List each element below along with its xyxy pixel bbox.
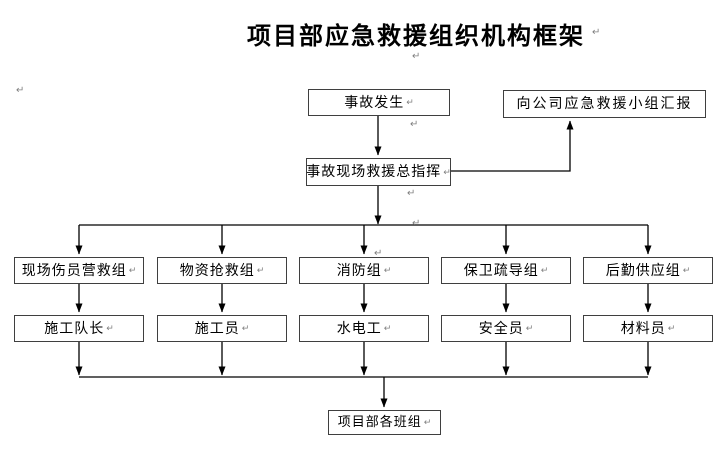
- pilcrow-mark: ↵: [383, 324, 392, 334]
- pilcrow-mark: ↵: [241, 324, 250, 334]
- paragraph-mark: ↵: [592, 27, 601, 38]
- node-label: 施工队长: [44, 320, 105, 337]
- node-label: 事故现场救援总指挥: [306, 164, 442, 180]
- flow-node-role-safety-officer: 安全员↵: [441, 315, 571, 342]
- pilcrow-mark: ↵: [525, 324, 534, 334]
- pilcrow-mark: ↵: [383, 266, 392, 276]
- flow-node-team-security: 保卫疏导组↵: [441, 257, 571, 284]
- flow-node-chief-commander: 事故现场救援总指挥↵: [306, 158, 451, 186]
- paragraph-mark: ↵: [16, 85, 25, 96]
- flow-node-role-material-clerk: 材料员↵: [583, 315, 713, 342]
- pilcrow-mark: ↵: [423, 418, 432, 428]
- paragraph-mark: ↵: [412, 51, 421, 62]
- node-label: 材料员: [620, 320, 666, 337]
- node-label: 物资抢救组: [179, 262, 255, 279]
- pilcrow-mark: ↵: [540, 266, 549, 276]
- flow-node-role-builder: 施工员↵: [157, 315, 287, 342]
- flow-node-accident: 事故发生↵: [308, 89, 450, 116]
- paragraph-mark: ↵: [410, 119, 419, 130]
- paragraph-mark: ↵: [374, 248, 383, 259]
- node-label: 水电工: [336, 320, 382, 337]
- node-label: 向公司应急救援小组汇报: [516, 96, 693, 112]
- flow-node-role-foreman: 施工队长↵: [14, 315, 144, 342]
- paragraph-mark: ↵: [412, 218, 421, 229]
- flow-node-team-materials: 物资抢救组↵: [157, 257, 287, 284]
- pilcrow-mark: ↵: [106, 324, 114, 334]
- pilcrow-mark: ↵: [682, 266, 691, 276]
- node-label: 消防组: [336, 262, 382, 279]
- paragraph-mark: ↵: [407, 188, 416, 199]
- flow-node-role-plumber-electrician: 水电工↵: [299, 315, 429, 342]
- flow-node-team-logistics: 后勤供应组↵: [583, 257, 713, 284]
- pilcrow-mark: ↵: [406, 98, 414, 108]
- node-label: 现场伤员营救组: [21, 262, 127, 279]
- flow-node-project-work-teams: 项目部各班组↵: [328, 410, 441, 435]
- node-label: 项目部各班组: [337, 415, 422, 430]
- node-label: 事故发生: [344, 94, 405, 111]
- pilcrow-mark: ↵: [443, 167, 451, 178]
- connector-commander-to-report: [450, 120, 574, 172]
- node-label: 安全员: [478, 320, 524, 337]
- pilcrow-mark: ↵: [128, 266, 137, 276]
- pilcrow-mark: ↵: [256, 266, 265, 276]
- page-title: 项目部应急救援组织机构框架: [247, 22, 585, 50]
- node-label: 保卫疏导组: [463, 262, 539, 279]
- pilcrow-mark: ↵: [667, 324, 676, 334]
- flow-node-team-rescue: 现场伤员营救组↵: [14, 257, 144, 284]
- flow-node-report-to-company: 向公司应急救援小组汇报: [503, 90, 706, 118]
- node-label: 施工员: [194, 320, 240, 337]
- flow-node-team-fire: 消防组↵: [299, 257, 429, 284]
- node-label: 后勤供应组: [605, 262, 681, 279]
